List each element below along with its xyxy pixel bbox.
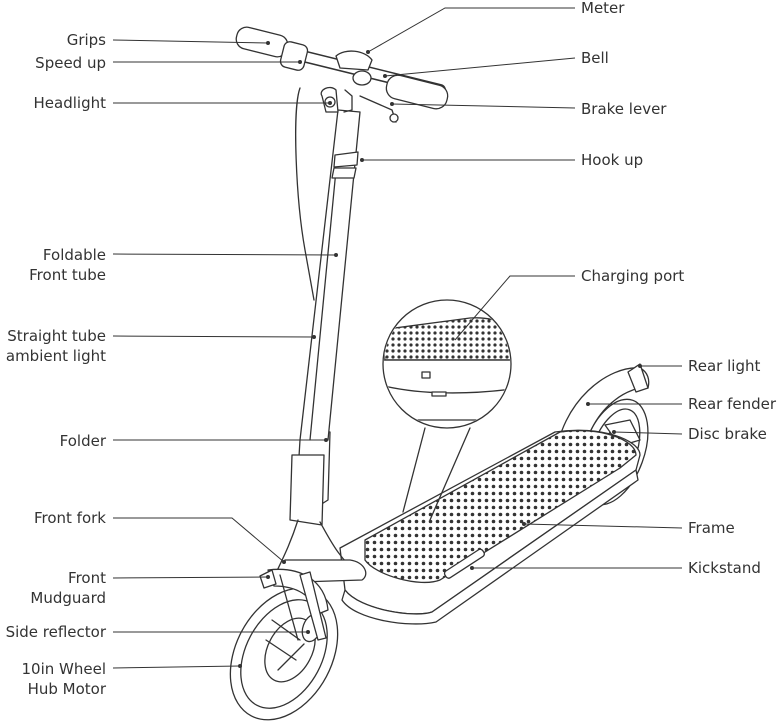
label-meter: Meter: [581, 0, 625, 17]
label-grips: Grips: [66, 31, 106, 49]
front-fork-shape: [259, 568, 329, 641]
label-disc-brake: Disc brake: [688, 425, 767, 443]
label-side-reflector: Side reflector: [5, 623, 106, 641]
label-10in-wheel: 10in Wheel: [21, 660, 107, 678]
charging-port-magnifier: [382, 299, 512, 521]
label-headlight: Headlight: [33, 94, 106, 112]
label-kickstand: Kickstand: [688, 559, 761, 577]
label-rear-fender: Rear fender: [688, 395, 777, 413]
label-ambient-light: ambient light: [5, 347, 106, 365]
label-speed-up: Speed up: [35, 54, 106, 72]
label-front: Front: [68, 569, 106, 587]
label-bell: Bell: [581, 49, 609, 67]
label-charging-port: Charging port: [581, 267, 685, 285]
handlebar: [235, 26, 449, 301]
label-rear-light: Rear light: [688, 357, 761, 375]
label-hook-up: Hook up: [581, 151, 644, 169]
label-hub-motor: Hub Motor: [27, 680, 106, 698]
label-straight-tube: Straight tube: [7, 327, 106, 345]
rear-light-shape: [627, 363, 649, 393]
leader-lines: [112, 7, 683, 669]
front-wheel: [229, 587, 339, 721]
leader-dots: [238, 41, 642, 668]
label-mudguard: Mudguard: [30, 589, 106, 607]
stem: [274, 109, 367, 583]
label-folder: Folder: [59, 432, 106, 450]
label-front-fork: Front fork: [33, 509, 106, 527]
label-brake-lever: Brake lever: [581, 100, 667, 118]
label-frame: Frame: [688, 519, 735, 537]
deck: [339, 429, 641, 625]
label-foldable: Foldable: [42, 246, 106, 264]
label-front-tube: Front tube: [29, 266, 106, 284]
